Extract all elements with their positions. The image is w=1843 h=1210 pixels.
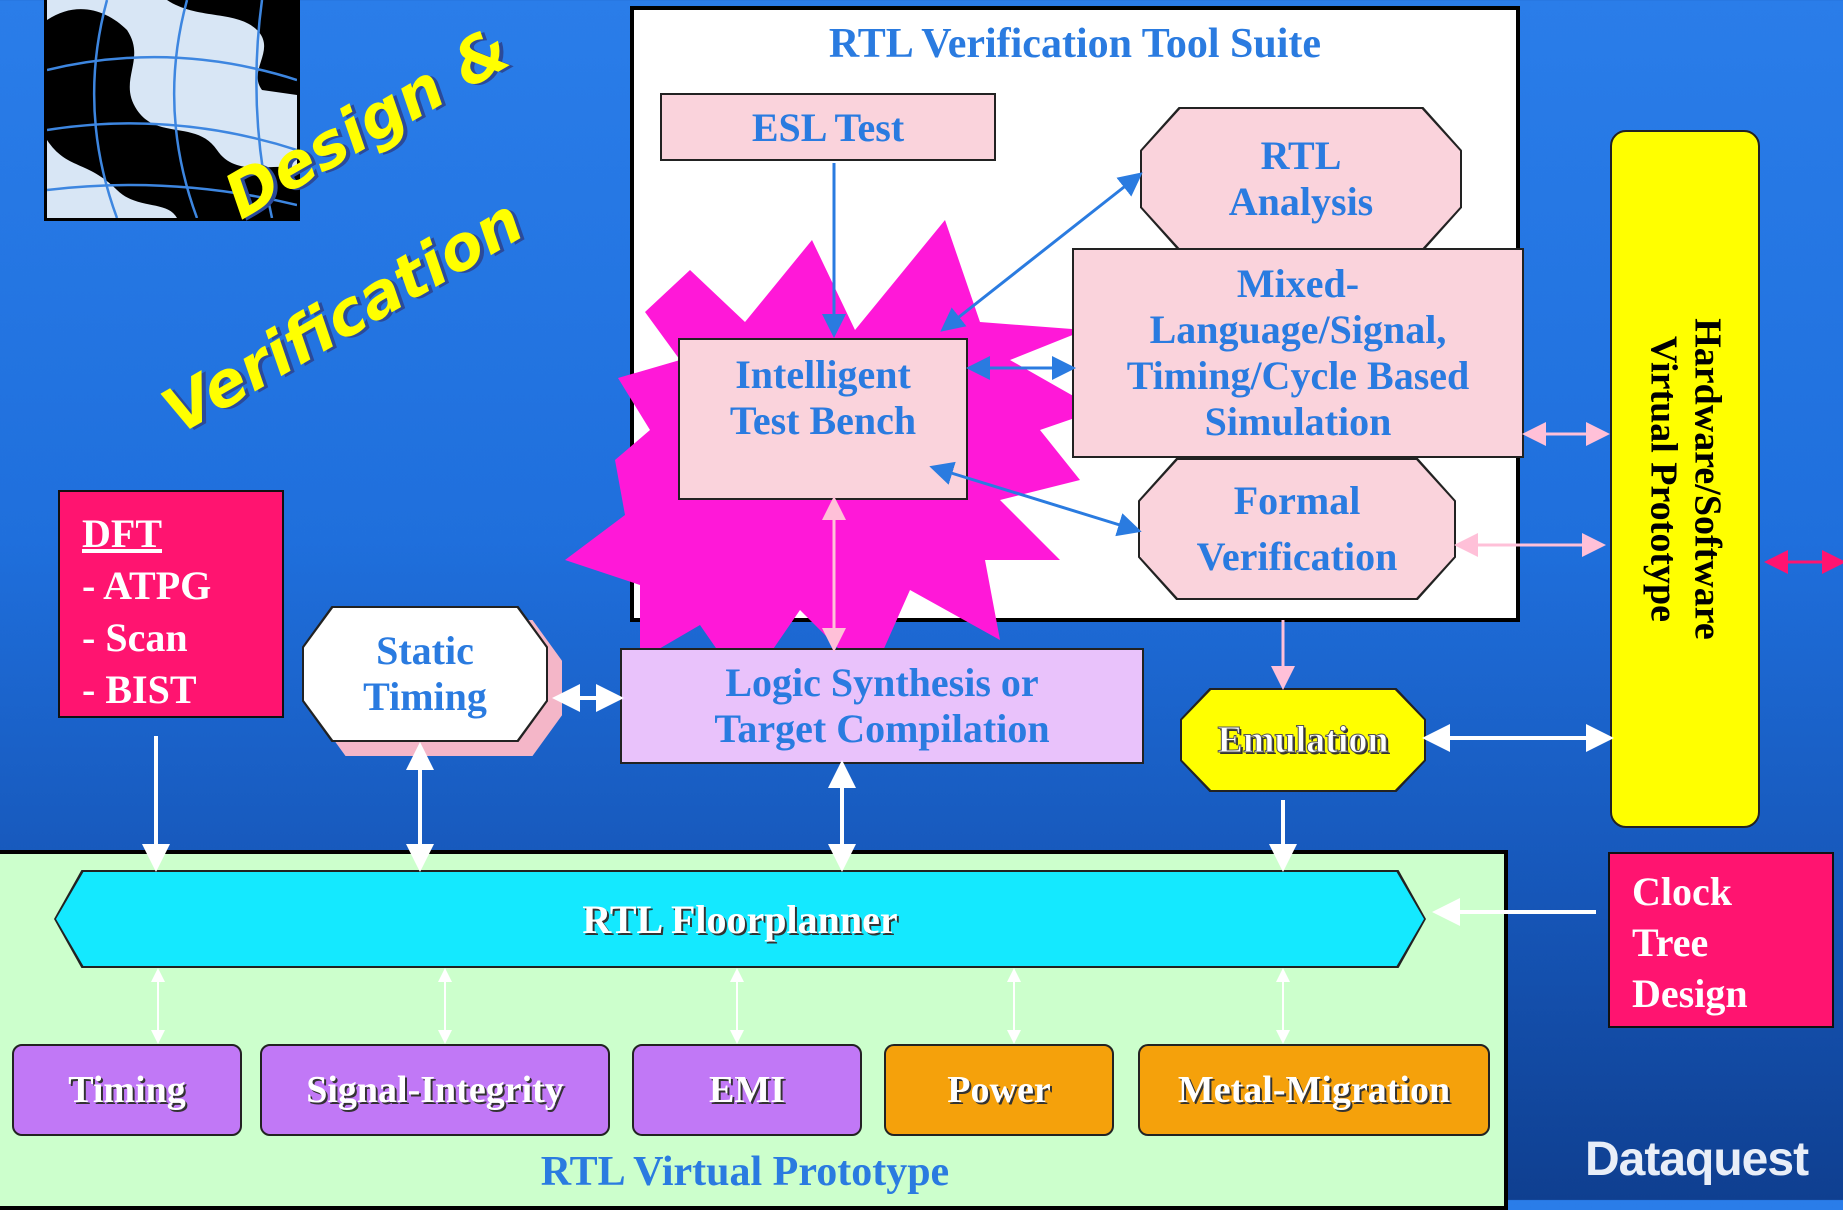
analysis-timing-label: Timing xyxy=(68,1069,186,1111)
emulation-label: Emulation xyxy=(1217,719,1389,762)
analysis-metal-migration-label: Metal-Migration xyxy=(1177,1069,1451,1111)
arrow-testbench-rtl-analysis xyxy=(940,172,1143,332)
formal-verification-box: Formal Verification xyxy=(1138,458,1456,600)
analysis-timing-box: Timing xyxy=(12,1044,242,1136)
test-bench-line1: Intelligent xyxy=(735,352,911,397)
rtl-analysis-line2: Analysis xyxy=(1228,179,1374,224)
simulation-line1: Mixed- xyxy=(1236,261,1360,306)
esl-test-label: ESL Test xyxy=(751,104,905,150)
logic-synthesis-box: Logic Synthesis or Target Compilation xyxy=(620,648,1144,764)
intelligent-test-bench-box: Intelligent Test Bench xyxy=(678,338,968,500)
test-bench-line2: Test Bench xyxy=(729,398,917,443)
dft-heading: DFT xyxy=(82,511,162,556)
clock-tree-box: Clock Tree Design xyxy=(1608,852,1834,1028)
logic-synthesis-line2: Target Compilation xyxy=(714,706,1050,751)
logic-synthesis-line1: Logic Synthesis or xyxy=(725,660,1039,705)
analysis-signal-integrity-label: Signal-Integrity xyxy=(306,1069,564,1111)
clock-tree-line1: Clock xyxy=(1632,869,1732,914)
arrow-testbench-formal xyxy=(929,461,1142,537)
simulation-line3: Timing/Cycle Based xyxy=(1126,353,1470,398)
simulation-line2: Language/Signal, xyxy=(1149,307,1447,352)
emulation-box: Emulation xyxy=(1180,688,1426,792)
analysis-power-label: Power xyxy=(947,1069,1051,1111)
dataquest-logo: Dataquest xyxy=(1585,1133,1809,1186)
hw-sw-prototype-box: Hardware/Software Virtual Prototype xyxy=(1610,130,1760,828)
esl-test-box: ESL Test xyxy=(660,93,996,161)
static-timing-line1: Static xyxy=(376,628,474,673)
static-timing-line2: Timing xyxy=(363,674,487,719)
formal-line1: Formal xyxy=(1233,478,1361,523)
rtl-analysis-line1: RTL xyxy=(1260,133,1342,178)
dft-item-scan: - Scan xyxy=(82,615,188,660)
analysis-emi-box: EMI xyxy=(632,1044,862,1136)
dft-box: DFT - ATPG - Scan - BIST xyxy=(58,490,284,718)
clock-tree-line2: Tree xyxy=(1632,920,1709,966)
formal-line2: Verification xyxy=(1196,534,1398,579)
analysis-metal-migration-box: Metal-Migration xyxy=(1138,1044,1490,1136)
dft-item-atpg: - ATPG xyxy=(82,563,212,608)
floorplanner-label: RTL Floorplanner xyxy=(582,896,898,942)
analysis-emi-label: EMI xyxy=(709,1069,785,1111)
analysis-power-box: Power xyxy=(884,1044,1114,1136)
globe-image xyxy=(44,0,300,221)
simulation-line4: Simulation xyxy=(1204,399,1392,444)
virtual-prototype-label: RTL Virtual Prototype xyxy=(540,1149,950,1195)
suite-title: RTL Verification Tool Suite xyxy=(828,21,1322,67)
rtl-analysis-box: RTL Analysis xyxy=(1140,107,1462,251)
static-timing-box: Static Timing xyxy=(302,606,562,756)
clock-tree-line3: Design xyxy=(1632,971,1748,1017)
analysis-signal-integrity-box: Signal-Integrity xyxy=(260,1044,610,1136)
dft-item-bist: - BIST xyxy=(82,667,197,712)
mixed-simulation-box: Mixed- Language/Signal, Timing/Cycle Bas… xyxy=(1072,248,1524,458)
floorplanner-box: RTL Floorplanner xyxy=(54,870,1426,968)
